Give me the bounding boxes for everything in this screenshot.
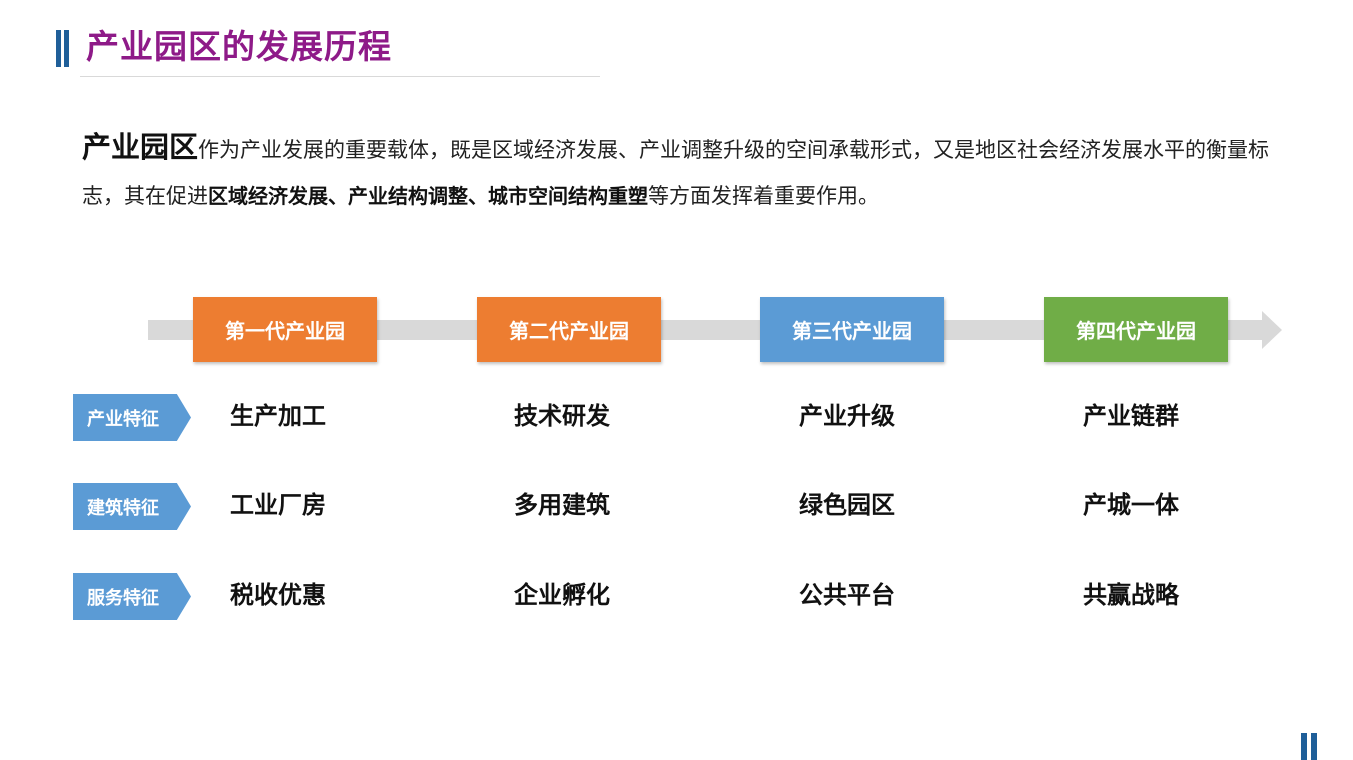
timeline-arrow-icon: [1262, 311, 1282, 349]
page-corner-bars: [1301, 733, 1319, 760]
cell-service-gen3: 公共平台: [799, 581, 895, 609]
cell-industry-gen3: 产业升级: [799, 402, 895, 430]
tag-building-features: 建筑特征: [73, 483, 191, 530]
generation-4-box: 第四代产业园: [1044, 297, 1228, 362]
page-title: 产业园区的发展历程: [86, 27, 392, 66]
intro-lead: 产业园区: [82, 130, 199, 164]
cell-building-gen3: 绿色园区: [799, 491, 895, 519]
title-accent-bars: [56, 30, 70, 67]
cell-industry-gen2: 技术研发: [514, 402, 610, 430]
cell-building-gen1: 工业厂房: [230, 491, 326, 519]
title-divider: [80, 76, 600, 77]
cell-building-gen2: 多用建筑: [514, 491, 610, 519]
intro-paragraph: 产业园区作为产业发展的重要载体，既是区域经济发展、产业调整升级的空间承载形式，又…: [82, 124, 1302, 219]
cell-service-gen1: 税收优惠: [230, 581, 326, 609]
intro-emphasis: 区域经济发展、产业结构调整、城市空间结构重塑: [208, 184, 648, 208]
intro-text-2: 等方面发挥着重要作用。: [648, 184, 879, 208]
generation-1-box: 第一代产业园: [193, 297, 377, 362]
cell-industry-gen4: 产业链群: [1083, 402, 1179, 430]
cell-service-gen4: 共赢战略: [1083, 581, 1179, 609]
intro-text-1: 作为产业发展的重要载体，既是区域经济发展、产业调整升级的空间承载形式，又是地区社…: [82, 138, 1270, 208]
timeline-bar: [148, 320, 1264, 340]
generation-2-box: 第二代产业园: [477, 297, 661, 362]
tag-industry-features: 产业特征: [73, 394, 191, 441]
cell-industry-gen1: 生产加工: [230, 402, 326, 430]
cell-building-gen4: 产城一体: [1083, 491, 1179, 519]
tag-service-features: 服务特征: [73, 573, 191, 620]
cell-service-gen2: 企业孵化: [514, 581, 610, 609]
generation-3-box: 第三代产业园: [760, 297, 944, 362]
